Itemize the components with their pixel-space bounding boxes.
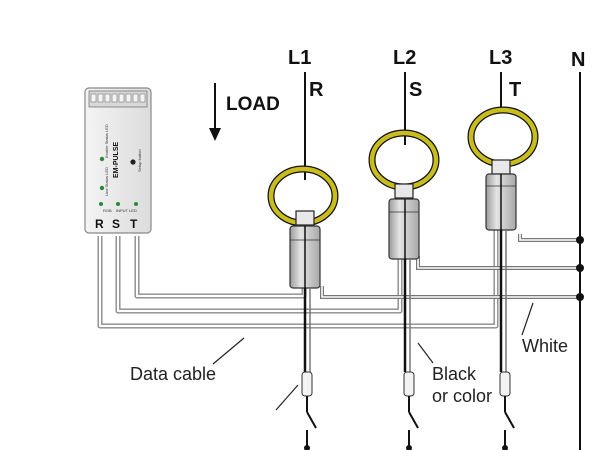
module-terminal-t: T	[130, 217, 138, 231]
rgb-led-label: RGB	[103, 208, 112, 213]
phase-labels: L1 R L2 S L3 T N	[288, 47, 585, 101]
terminal-block	[88, 90, 148, 108]
switch-l2	[408, 411, 419, 429]
black-label: Black	[432, 364, 477, 384]
em-pulse-module: EM-PULSE Enable Status LED Line Status L…	[84, 87, 152, 234]
input-led-label: INPUT LED	[116, 208, 137, 213]
switch-l1	[306, 411, 317, 429]
module-terminal-s: S	[112, 217, 120, 231]
white-leader	[521, 302, 534, 336]
data-cable-label: Data cable	[130, 364, 216, 384]
phase-s-label: S	[409, 79, 422, 101]
rgb-led-1	[99, 202, 103, 206]
phase-l3-label: L3	[489, 47, 512, 69]
fuse-l1	[301, 371, 313, 397]
data-cable-s	[115, 236, 403, 314]
fuse-l2	[403, 371, 415, 397]
rgb-led-3	[134, 202, 138, 206]
phase-r-label: R	[309, 79, 324, 101]
phase-l2-label: L2	[393, 47, 416, 69]
load-label: LOAD	[226, 94, 280, 115]
clamp-l3	[485, 159, 517, 231]
rgb-led-2	[116, 202, 120, 206]
or-color-label: or color	[432, 386, 492, 406]
switch-l3	[504, 411, 515, 429]
white-label: White	[522, 336, 568, 356]
white-wires	[320, 234, 580, 299]
status-led	[99, 156, 105, 162]
output-conductors	[301, 230, 515, 450]
setup-button-label: Setup button	[137, 149, 142, 172]
phase-t-label: T	[509, 79, 521, 101]
fuse-l3	[499, 371, 511, 397]
module-name: EM-PULSE	[113, 142, 120, 179]
clamp-l1	[289, 210, 321, 289]
load-arrow: LOAD	[209, 83, 280, 141]
neutral-label: N	[571, 49, 585, 71]
data-cable-leader	[212, 337, 245, 365]
data-cable-leader-2	[275, 384, 299, 411]
status-led-label: Enable Status LED	[104, 124, 109, 158]
black-leader	[417, 342, 434, 364]
module-terminal-r: R	[95, 217, 104, 231]
terminal-screws	[90, 93, 146, 103]
line-status-led-label: Line Status LED	[104, 167, 109, 196]
neutral-junctions	[576, 236, 584, 301]
clamp-l2	[388, 183, 420, 260]
phase-l1-label: L1	[288, 47, 311, 69]
callouts: Data cable Black or color White	[130, 302, 568, 411]
setup-button	[130, 159, 136, 165]
line-status-led	[99, 185, 105, 191]
data-cable-r	[134, 236, 307, 299]
